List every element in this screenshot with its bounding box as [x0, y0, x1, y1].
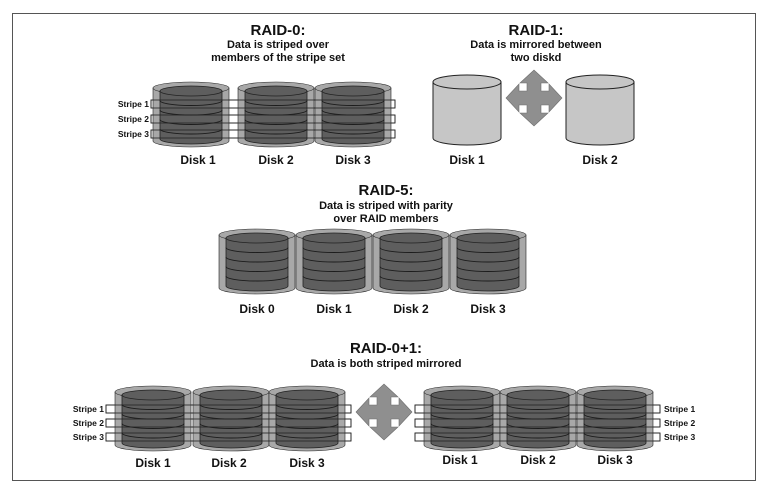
raid5-section: RAID-5: Data is striped with parity over…: [218, 182, 527, 316]
raid01-left-stripe-bands-overlay: [105, 404, 352, 442]
raid01-left-stripe-label: Stripe 1: [73, 404, 104, 414]
raid01-right-disk-label: Disk 3: [597, 453, 633, 467]
raid1-section: RAID-1: Data is mirrored between two dis…: [432, 22, 635, 167]
raid0-disk-label: Disk 2: [258, 153, 294, 167]
raid0-disk2-cylinder: [237, 81, 315, 148]
raid5-disk-label: Disk 1: [316, 302, 352, 316]
raid5-disk1-cylinder: [295, 228, 373, 295]
raid1-disk2-cylinder: [565, 74, 635, 146]
raid5-disk-label: Disk 0: [239, 302, 275, 316]
raid01-left-stripe-label: Stripe 3: [73, 432, 104, 442]
raid01-left-disk-label: Disk 2: [211, 456, 247, 470]
raid0-disk3-cylinder: [314, 81, 392, 148]
raid01-right-disk3-cylinder: [576, 385, 654, 452]
raid5-description-line2: over RAID members: [333, 213, 438, 225]
raid5-disk3-cylinder: [449, 228, 527, 295]
raid01-title: RAID-0+1:: [350, 340, 422, 357]
raid01-right-disk1-cylinder: [423, 385, 501, 452]
raid5-disk0-cylinder: [218, 228, 296, 295]
raid0-description-line2: members of the stripe set: [211, 52, 345, 64]
raid5-title: RAID-5:: [359, 182, 414, 199]
raid01-description-line1: Data is both striped mirrored: [311, 358, 462, 370]
raid01-left-disk3-cylinder: [268, 385, 346, 452]
raid1-title: RAID-1:: [509, 22, 564, 39]
raid1-mirror-arrow-icon: [505, 69, 563, 127]
raid1-description-line1: Data is mirrored between: [470, 39, 602, 51]
raid5-description-line1: Data is striped with parity: [319, 200, 454, 212]
raid01-section: RAID-0+1: Data is both striped mirrored: [73, 340, 696, 470]
raid5-disk-label: Disk 2: [393, 302, 429, 316]
raid01-left-disk1-cylinder: [114, 385, 192, 452]
raid01-left-disk-label: Disk 1: [135, 456, 171, 470]
raid01-left-disk2-cylinder: [192, 385, 270, 452]
raid0-stripe-label: Stripe 3: [118, 129, 149, 139]
raid01-left-stripe-label: Stripe 2: [73, 418, 104, 428]
raid01-right-disk2-cylinder: [499, 385, 577, 452]
raid5-disk-label: Disk 3: [470, 302, 506, 316]
raid01-right-stripe-label: Stripe 3: [664, 432, 695, 442]
raid01-right-disk-label: Disk 2: [520, 453, 556, 467]
raid1-disk1-cylinder: [432, 74, 502, 146]
raid0-disk-label: Disk 3: [335, 153, 371, 167]
raid01-right-disk-label: Disk 1: [442, 453, 478, 467]
raid0-stripe-label: Stripe 2: [118, 114, 149, 124]
raid01-left-disk-label: Disk 3: [289, 456, 325, 470]
raid0-stripe-bands-overlay: [150, 99, 396, 139]
raid1-disk-label: Disk 2: [582, 153, 618, 167]
raid0-description-line1: Data is striped over: [227, 39, 330, 51]
raid01-right-stripe-label: Stripe 1: [664, 404, 695, 414]
raid01-mirror-arrow-icon: [355, 383, 413, 441]
raid0-disk1-cylinder: [152, 81, 230, 148]
raid01-right-stripe-label: Stripe 2: [664, 418, 695, 428]
raid0-title: RAID-0:: [251, 22, 306, 39]
raid1-disk-label: Disk 1: [449, 153, 485, 167]
raid5-disk2-cylinder: [372, 228, 450, 295]
raid01-right-stripe-bands-overlay: [414, 404, 661, 442]
raid1-description-line2: two diskd: [511, 52, 562, 64]
raid0-stripe-label: Stripe 1: [118, 99, 149, 109]
raid0-section: RAID-0: Data is striped over members of …: [118, 22, 396, 167]
raid0-disk-label: Disk 1: [180, 153, 216, 167]
